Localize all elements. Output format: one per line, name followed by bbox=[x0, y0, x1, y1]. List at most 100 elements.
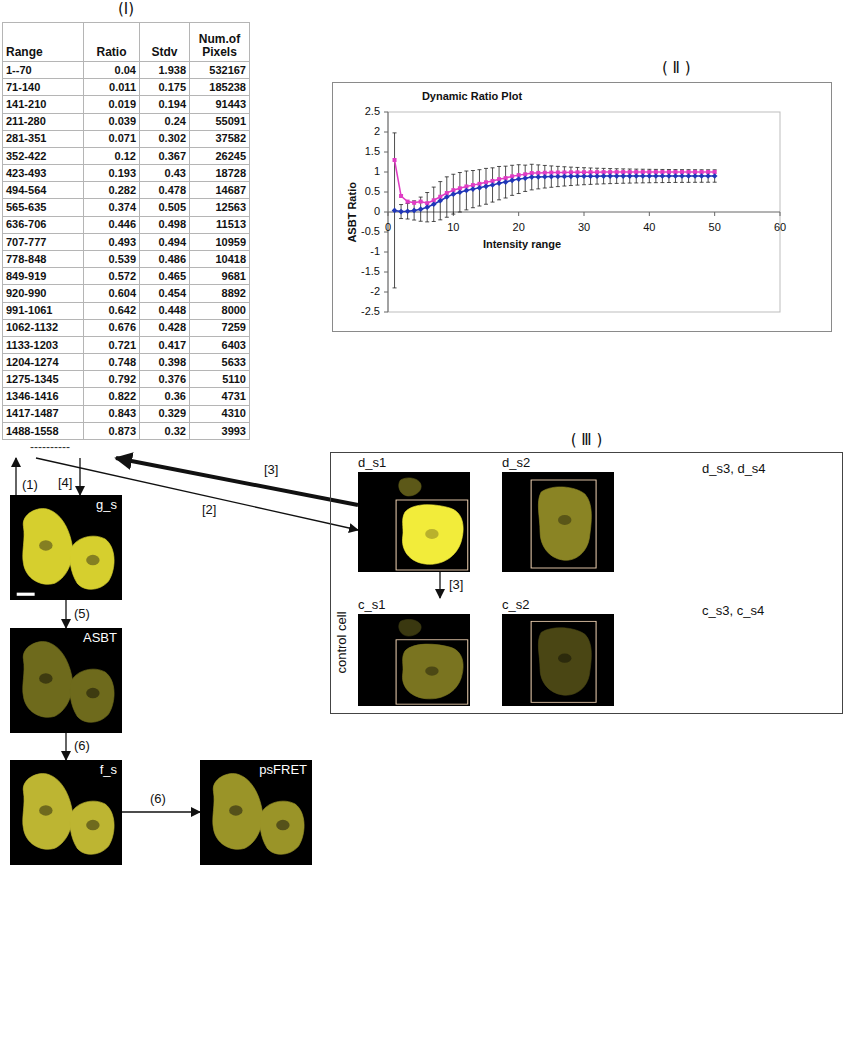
table-cell: 12563 bbox=[190, 199, 250, 216]
roi-box bbox=[396, 500, 468, 570]
table-cell: 0.428 bbox=[140, 320, 190, 337]
y-tick bbox=[384, 192, 388, 193]
table-cell: 1488-1558 bbox=[2, 423, 84, 440]
error-cap bbox=[673, 182, 677, 183]
error-cap bbox=[419, 197, 423, 198]
error-cap bbox=[477, 206, 481, 207]
table-cell: 0.417 bbox=[140, 337, 190, 354]
table-cell: 1062-1132 bbox=[2, 320, 84, 337]
error-cap bbox=[595, 168, 599, 169]
table-cell: 0.572 bbox=[84, 268, 140, 285]
cell-nucleus bbox=[229, 805, 242, 816]
table-cell: 920-990 bbox=[2, 285, 84, 302]
error-cap bbox=[458, 212, 462, 213]
table-cell: 0.329 bbox=[140, 406, 190, 423]
ratio-chart: ( Ⅱ )Dynamic Ratio PlotASBT Ratio2.521.5… bbox=[332, 60, 832, 332]
error-cap bbox=[536, 164, 540, 165]
error-cap bbox=[700, 182, 704, 183]
table-cell: 1133-1203 bbox=[2, 337, 84, 354]
series-marker bbox=[464, 188, 470, 194]
step-label: (1) bbox=[20, 478, 40, 492]
error-cap bbox=[477, 169, 481, 170]
table-cell: 636-706 bbox=[2, 217, 84, 234]
micrograph: d_s2 bbox=[502, 456, 614, 572]
table-cell: 0.071 bbox=[84, 131, 140, 148]
cell-nucleus bbox=[86, 688, 99, 699]
series-marker bbox=[483, 183, 489, 189]
table-cell: 5110 bbox=[190, 371, 250, 388]
table-cell: 565-635 bbox=[2, 199, 84, 216]
error-cap bbox=[589, 167, 593, 168]
error-cap bbox=[432, 221, 436, 222]
series-marker bbox=[575, 173, 581, 179]
error-cap bbox=[464, 209, 468, 210]
table-cell: 1.938 bbox=[140, 62, 190, 79]
cell-shape bbox=[23, 774, 73, 850]
cell-shape bbox=[23, 642, 73, 718]
step-label: (6) bbox=[148, 792, 168, 806]
error-cap bbox=[399, 218, 403, 219]
table-cell: 3993 bbox=[190, 423, 250, 440]
error-cap bbox=[621, 183, 625, 184]
y-tick bbox=[384, 112, 388, 113]
error-cap bbox=[621, 168, 625, 169]
error-cap bbox=[602, 183, 606, 184]
series-marker bbox=[594, 173, 600, 179]
micrograph-frame bbox=[358, 472, 470, 572]
flow-arrow bbox=[116, 458, 358, 505]
series-marker bbox=[633, 173, 639, 179]
series-marker bbox=[692, 173, 698, 179]
y-tick bbox=[384, 132, 388, 133]
error-cap bbox=[569, 167, 573, 168]
cell-nucleus bbox=[558, 654, 571, 663]
table-cell: 0.604 bbox=[84, 285, 140, 302]
table-cell: 185238 bbox=[190, 79, 250, 96]
series-marker bbox=[529, 174, 535, 180]
table-cell: 0.498 bbox=[140, 217, 190, 234]
table-cell: 4731 bbox=[190, 388, 250, 405]
series-marker bbox=[712, 173, 718, 179]
table-cell: 0.43 bbox=[140, 165, 190, 182]
micrograph-image bbox=[358, 472, 470, 572]
series-marker bbox=[549, 174, 555, 180]
table-cell: 0.843 bbox=[84, 406, 140, 423]
error-cap bbox=[589, 184, 593, 185]
image-label: ASBT bbox=[83, 631, 117, 646]
micrograph-image bbox=[502, 472, 614, 572]
y-tick bbox=[384, 172, 388, 173]
table-header: Ratio bbox=[84, 22, 140, 62]
cell-nucleus bbox=[425, 666, 438, 675]
error-cap bbox=[608, 183, 612, 184]
table-cell: 4310 bbox=[190, 406, 250, 423]
error-cap bbox=[425, 192, 429, 193]
table-cell: 532167 bbox=[190, 62, 250, 79]
axis-tick-label: -2.5 bbox=[332, 305, 380, 318]
series-marker bbox=[424, 204, 430, 210]
error-cap bbox=[504, 198, 508, 199]
error-cap bbox=[667, 182, 671, 183]
cell-nucleus bbox=[86, 820, 99, 831]
axis-tick-label: -1 bbox=[332, 245, 380, 258]
series-marker bbox=[392, 208, 398, 214]
micrograph-image bbox=[502, 614, 614, 706]
error-cap bbox=[582, 167, 586, 168]
axis-tick-label: 30 bbox=[569, 221, 599, 234]
table-cell: 55091 bbox=[190, 114, 250, 131]
series-note: c_s3, c_s4 bbox=[702, 604, 764, 619]
series-marker bbox=[477, 185, 483, 191]
table-cell: 0.493 bbox=[84, 234, 140, 251]
step-label: (6) bbox=[72, 739, 92, 753]
series-marker bbox=[405, 208, 411, 214]
scale-bar bbox=[17, 593, 35, 596]
error-cap bbox=[608, 168, 612, 169]
table-cell: 0.12 bbox=[84, 148, 140, 165]
error-cap bbox=[543, 165, 547, 166]
flow-arrow bbox=[15, 458, 16, 495]
table-cell: 0.486 bbox=[140, 251, 190, 268]
table-cell: 0.36 bbox=[140, 388, 190, 405]
series-marker bbox=[705, 173, 711, 179]
error-cap bbox=[556, 166, 560, 167]
error-cap bbox=[667, 169, 671, 170]
table-cell: 707-777 bbox=[2, 234, 84, 251]
